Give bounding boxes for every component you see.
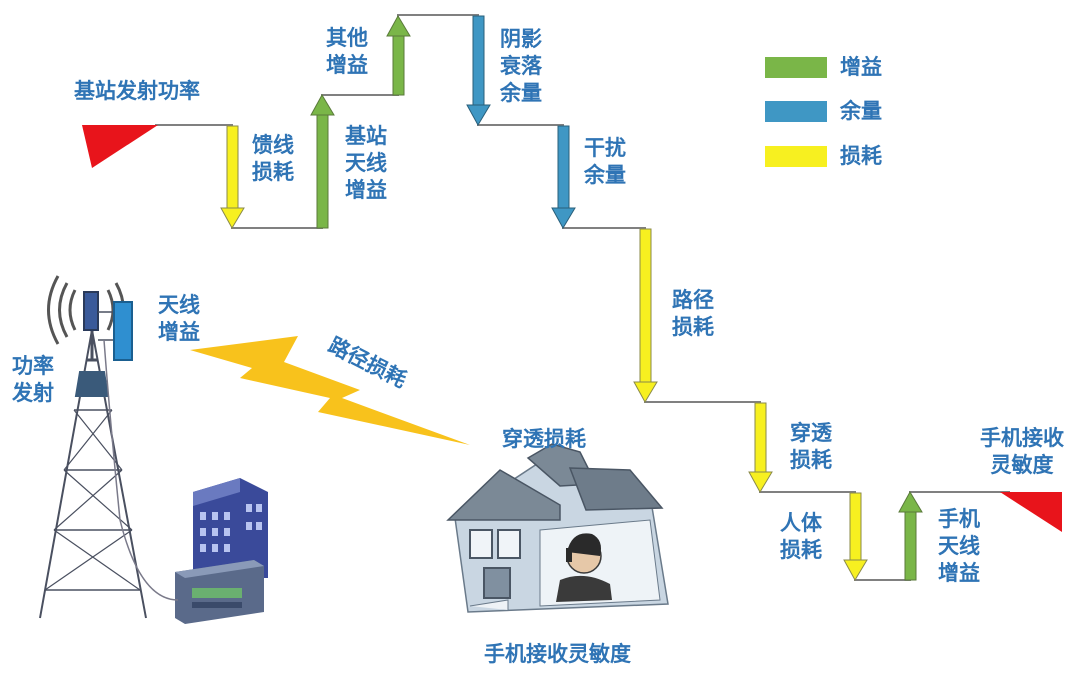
label-phone-sensitivity: 手机接收 灵敏度 [980,426,1064,477]
body-loss-arrow [843,492,868,582]
label-other-gain: 其他 增益 [326,26,368,77]
label-tower-antenna-gain: 天线 增益 [158,293,200,344]
label-interference-margin: 干扰 余量 [584,136,626,187]
label-house-sensitivity: 手机接收灵敏度 [484,642,631,666]
legend-swatch-margin [765,101,827,122]
label-bs-antenna-gain: 基站 天线 增益 [345,124,387,202]
label-feeder-loss: 馈线 损耗 [252,133,294,184]
legend-swatch-loss [765,146,827,167]
equipment-cabinet-icon [175,560,264,624]
legend-swatch-gain [765,57,827,78]
label-bs-power: 基站发射功率 [74,79,200,103]
house-icon [446,443,669,613]
tower-antenna-panel [113,301,133,361]
interference-margin-arrow [551,125,576,230]
feeder-cable [103,339,179,601]
lightning-bolt-icon [190,336,470,445]
label-penetration-loss: 穿透 损耗 [790,421,832,472]
label-body-loss: 人体 损耗 [780,511,822,562]
label-tower-tx-power: 功率 发射 [12,354,54,405]
legend-label-gain: 增益 [840,55,882,79]
end-sensitivity-triangle [1000,492,1062,532]
legend-label-margin: 余量 [840,99,882,123]
legend-label-loss: 损耗 [840,144,882,168]
shadow-margin-arrow [466,15,491,127]
feeder-loss-arrow [220,125,245,230]
building-icon [193,478,268,578]
label-shadow-margin: 阴影 衰落 余量 [500,27,542,105]
label-phone-antenna-gain: 手机 天线 增益 [938,507,980,585]
start-power-triangle [82,125,158,168]
bs-antenna-gain-arrow [310,93,335,229]
label-house-penetration-loss: 穿透损耗 [502,427,586,451]
penetration-loss-arrow [748,402,773,494]
phone-antenna-gain-arrow [898,490,923,581]
other-gain-arrow [386,14,411,96]
label-path-loss: 路径 损耗 [672,288,714,339]
path-loss-arrow [633,228,658,404]
